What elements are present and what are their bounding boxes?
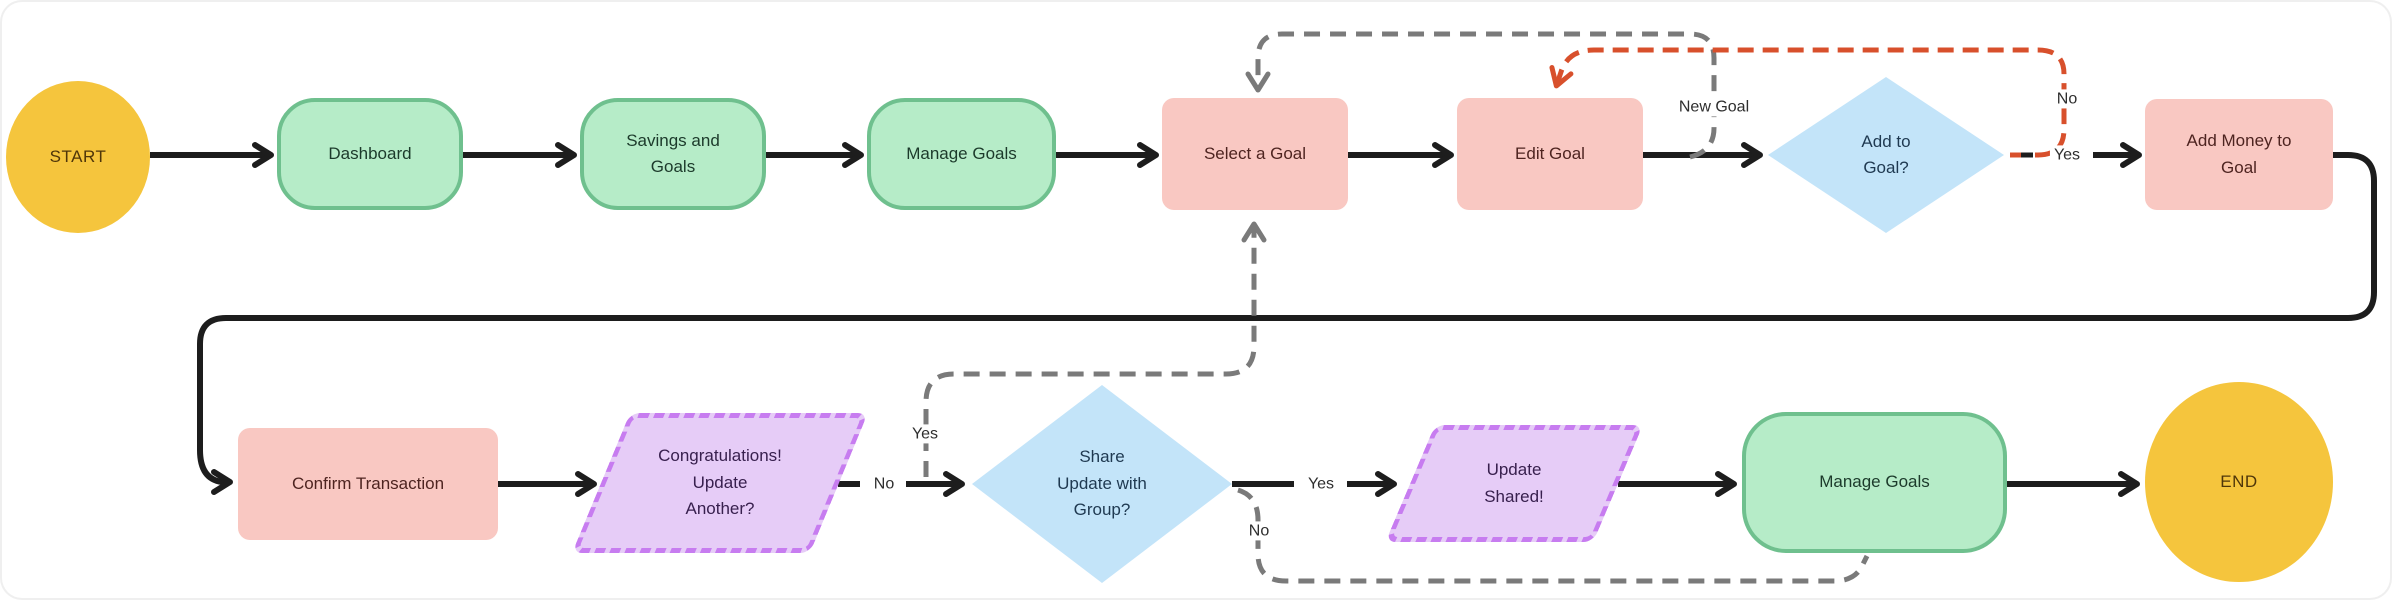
node-label: END — [2220, 471, 2258, 491]
node-label: Update Shared! — [1484, 460, 1544, 506]
edge-label-congrats-yes: Yes — [907, 424, 943, 444]
node-label: Add to Goal? — [1861, 131, 1911, 177]
node-label: Edit Goal — [1515, 143, 1585, 163]
node-share-update-decision[interactable]: Share Update with Group? — [972, 385, 1232, 583]
node-label: Congratulations! Update Another? — [658, 446, 782, 519]
node-label: START — [49, 146, 107, 166]
node-label: Confirm Transaction — [291, 473, 445, 493]
node-end[interactable]: END — [2145, 382, 2333, 582]
node-select-a-goal[interactable]: Select a Goal — [1162, 98, 1348, 210]
node-add-to-goal-decision[interactable]: Add to Goal? — [1768, 77, 2004, 233]
edge-label-share-no: No — [1244, 521, 1274, 541]
node-start[interactable]: START — [6, 81, 150, 233]
edge-label-share-yes: Yes — [1303, 474, 1339, 494]
node-savings-and-goals[interactable]: Savings and Goals — [580, 98, 766, 210]
edge-label-new-goal: New Goal — [1674, 97, 1754, 117]
node-label: Select a Goal — [1203, 143, 1307, 163]
node-edit-goal[interactable]: Edit Goal — [1457, 98, 1643, 210]
node-manage-goals-bottom[interactable]: Manage Goals — [1742, 412, 2007, 553]
edge-label-congrats-no: No — [869, 474, 899, 494]
node-label: Share Update with Group? — [1057, 447, 1147, 520]
edge-label-add-to-goal-no: No — [2052, 89, 2082, 109]
node-label: Manage Goals — [1819, 472, 1930, 492]
node-label: Dashboard — [328, 143, 412, 163]
node-add-money-to-goal[interactable]: Add Money to Goal — [2145, 99, 2333, 210]
node-label: Savings and Goals — [626, 130, 720, 176]
node-confirm-transaction[interactable]: Confirm Transaction — [238, 428, 498, 540]
node-label: Manage Goals — [906, 143, 1017, 163]
node-manage-goals-top[interactable]: Manage Goals — [867, 98, 1056, 210]
edge-label-add-to-goal-yes: Yes — [2049, 145, 2085, 165]
node-dashboard[interactable]: Dashboard — [277, 98, 463, 210]
node-label: Add Money to Goal — [2186, 131, 2292, 177]
